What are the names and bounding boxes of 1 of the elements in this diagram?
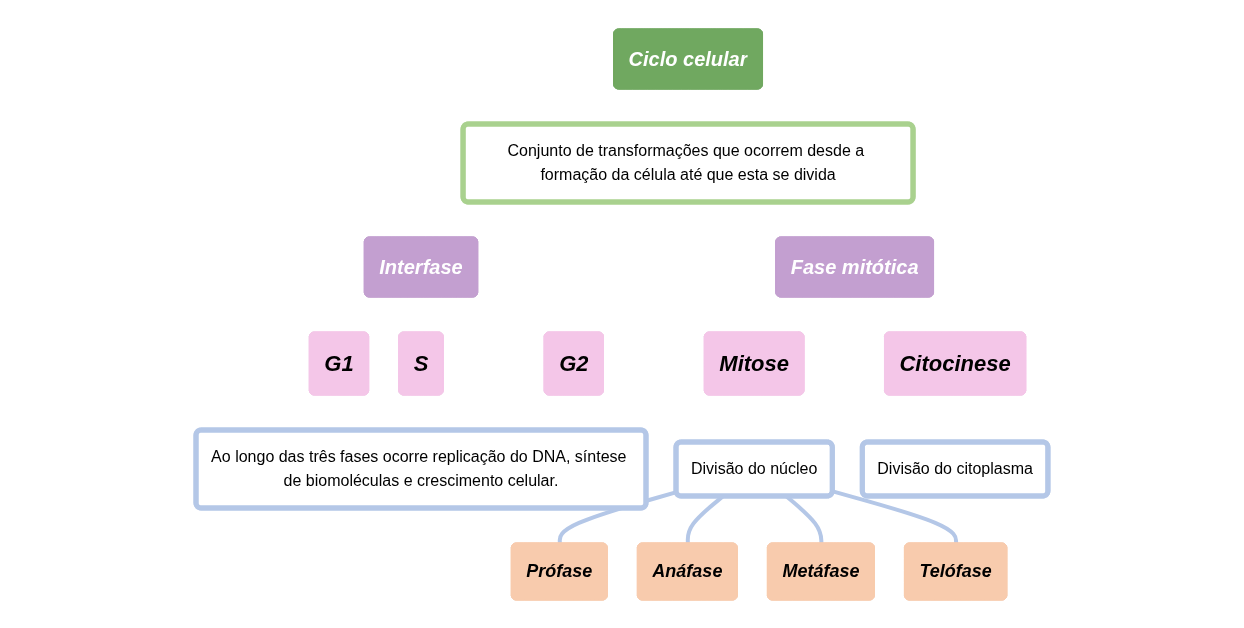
connector: [832, 489, 959, 544]
